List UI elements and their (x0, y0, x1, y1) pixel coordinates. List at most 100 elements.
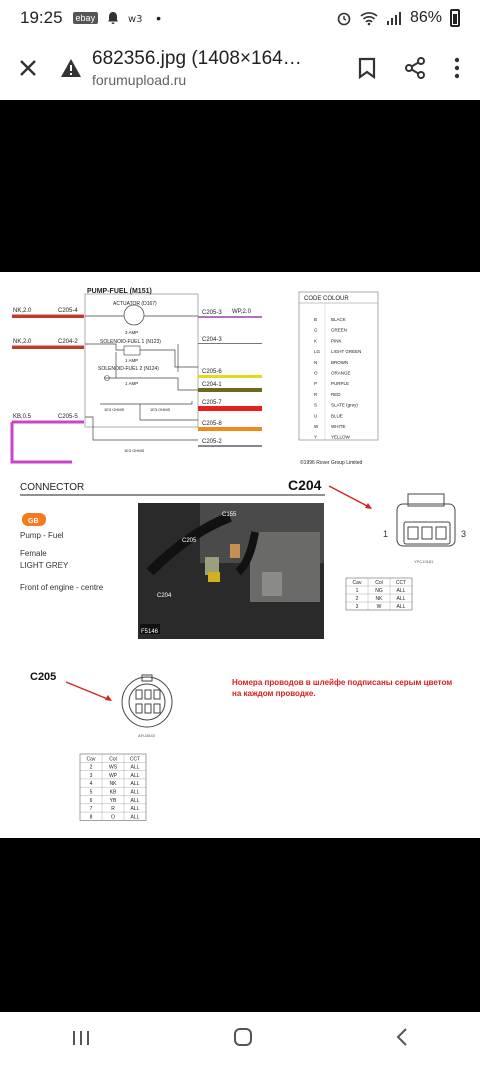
table-header-cell: Col (109, 756, 117, 762)
sol1-symbol (123, 345, 141, 356)
table-cell: 8 (90, 814, 93, 820)
pin-label: C205-3 (202, 310, 222, 316)
code-letter: U (314, 413, 317, 418)
code-letter: O (314, 371, 318, 376)
wire-label: NK,2.0 (13, 339, 32, 345)
sol2-label: SOLENOID-FUEL 2 (N124) (98, 366, 159, 372)
code-letter: G (314, 328, 318, 333)
table-cell: 3 (356, 604, 359, 610)
table-cell: 7 (90, 806, 93, 812)
table-header-cell: CCT (396, 580, 406, 586)
page-title: 682356.jpg (1408×164… (92, 48, 302, 69)
image-viewport[interactable]: PUMP-FUEL (M151) ACTUATOR (D167) 3 AMP S… (0, 272, 480, 838)
code-letter: S (314, 403, 317, 408)
connector-heading: CONNECTOR (20, 482, 84, 493)
table-cell: ALL (397, 588, 406, 594)
photo-label: C205 (182, 538, 197, 544)
table-header-cell: Col (375, 580, 383, 586)
signal-icon (386, 12, 401, 25)
code-letter: P (314, 381, 317, 386)
close-button[interactable] (0, 58, 56, 78)
table-cell: 5 (90, 790, 93, 796)
w3-app-icon: w3 (128, 14, 143, 24)
code-name: BLUE (331, 413, 343, 418)
table-cell: ALL (131, 790, 140, 796)
battery-icon (450, 9, 460, 27)
table-cell: WS (109, 765, 118, 771)
connector-line: Pump - Fuel (20, 531, 64, 540)
status-bar: 19:25 ebay w3 • 86% (0, 0, 480, 36)
code-name: BROWN (331, 360, 348, 365)
table-cell: 3 (90, 773, 93, 779)
part-code: AFU3643 (138, 733, 156, 738)
table-cell: ALL (397, 596, 406, 602)
code-name: YELLOW (331, 435, 351, 440)
more-menu-icon[interactable] (454, 57, 460, 79)
table-cell: ALL (131, 773, 140, 779)
code-name: PURPLE (331, 381, 349, 386)
amp3-label: 3 AMP (125, 330, 138, 335)
wifi-icon (360, 12, 378, 26)
ohms1-label: 1E3 OHMS (104, 407, 125, 412)
share-icon[interactable] (404, 57, 426, 79)
diagram-title: PUMP-FUEL (M151) (87, 288, 152, 295)
code-letter: B (314, 317, 317, 322)
code-letter: Y (314, 435, 317, 440)
c205-connector-drawing (121, 674, 173, 728)
table-cell: 6 (90, 798, 93, 804)
connector-line: Front of engine - centre (20, 583, 104, 592)
photo-label: F5146 (141, 629, 159, 635)
table-cell: ALL (131, 806, 140, 812)
part-code: YPC10181 (414, 559, 434, 564)
home-button[interactable] (232, 1026, 254, 1054)
amp1b-label: 1 AMP (125, 381, 138, 386)
table-cell: ALL (131, 781, 140, 787)
recent-apps-button[interactable] (71, 1027, 91, 1053)
table-cell: YB (110, 798, 117, 804)
home-icon (233, 1027, 252, 1046)
table-header-cell: Cav (353, 580, 362, 586)
left-wires (10, 314, 84, 464)
pin-label: C205-5 (58, 414, 78, 420)
battery-percent: 86% (409, 9, 442, 26)
pin-label: C204-1 (202, 382, 222, 388)
table-cell: 4 (90, 781, 93, 787)
security-warning-button[interactable] (56, 58, 86, 78)
code-name: SLATE (grey) (331, 403, 358, 408)
back-button[interactable] (395, 1027, 409, 1053)
sol1-label: SOLENOID-FUEL 1 (N123) (100, 339, 161, 345)
table-cell: ALL (131, 765, 140, 771)
clock: 19:25 (20, 8, 63, 27)
pin-label: C205-8 (202, 421, 222, 427)
code-letter: LG (314, 349, 321, 354)
pin-label: C205-4 (58, 308, 78, 314)
warning-icon (61, 59, 81, 77)
pin-number: 3 (461, 529, 466, 539)
table-cell: O (111, 814, 115, 820)
system-nav-bar (0, 1012, 480, 1067)
wire-label: WP,2.0 (232, 309, 252, 315)
code-letter: W (314, 424, 319, 429)
table-cell: R (111, 806, 115, 812)
pin-label: C205-6 (202, 369, 222, 375)
amp1a-label: 1 AMP (125, 358, 138, 363)
table-cell: W (377, 604, 382, 610)
bookmark-icon[interactable] (358, 57, 376, 79)
code-letter: N (314, 360, 317, 365)
pin-label: C205-7 (202, 400, 222, 406)
viewer-toolbar: 682356.jpg (1408×164… forumupload.ru (0, 36, 480, 100)
table-cell: KB (110, 790, 117, 796)
code-letter: K (314, 338, 317, 343)
internal-wiring (85, 315, 198, 441)
alarm-icon (337, 12, 351, 26)
table-cell: NG (375, 588, 383, 594)
code-name: RED (331, 392, 341, 397)
diagram-frame (84, 293, 199, 428)
photo-label: C155 (222, 512, 237, 518)
pin-label: C205-2 (202, 439, 222, 445)
engine-photo (138, 503, 324, 639)
code-name: LIGHT GREEN (331, 349, 361, 354)
